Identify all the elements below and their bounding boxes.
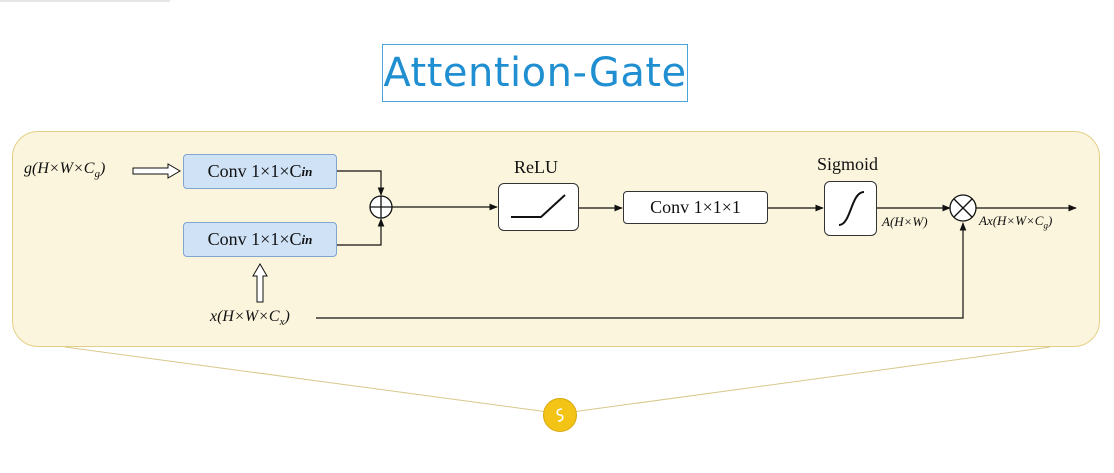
relu-icon xyxy=(511,194,566,218)
page-title: Attention-Gate xyxy=(382,44,688,102)
sigmoid-icon xyxy=(838,191,865,226)
relu-box xyxy=(498,183,579,231)
top-divider xyxy=(0,0,170,2)
sigmoid-label: Sigmoid xyxy=(817,154,879,174)
product-icon xyxy=(949,194,977,222)
input-x-label: x(H×W×Cx) xyxy=(210,308,290,329)
input-g-label: g(H×W×Cg) xyxy=(24,160,106,181)
sigmoid-box xyxy=(824,181,877,236)
s-curve-icon xyxy=(556,408,564,422)
hollow-arrow-x xyxy=(252,263,268,303)
relu-label: ReLU xyxy=(514,157,558,177)
conv-mid-box: Conv 1×1×1 xyxy=(623,191,768,224)
attention-map-label: A(H×W) xyxy=(882,214,928,229)
sum-icon xyxy=(369,195,393,219)
node-icon[interactable] xyxy=(543,398,577,432)
funnel-line-left xyxy=(64,346,549,413)
hollow-arrow-g xyxy=(132,163,181,179)
funnel-line-right xyxy=(571,346,1051,413)
output-label: Ax(H×W×Cg) xyxy=(979,213,1053,231)
